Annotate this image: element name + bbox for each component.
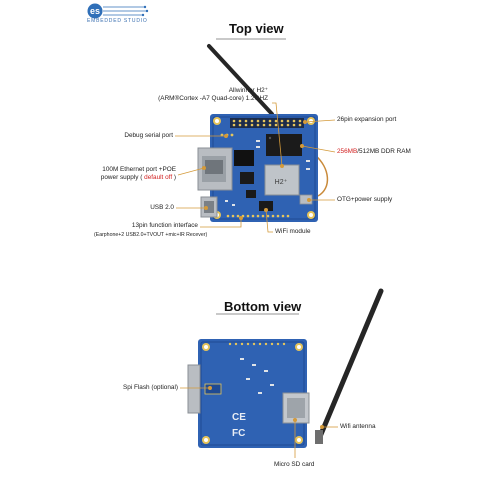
function-interface-pins [226,214,290,218]
label-spi-flash: Spi Flash (optional) [122,384,178,391]
label-soc: Allwinner H2⁺ (ARM®Cortex -A7 Quad-core)… [96,87,268,103]
label-ethernet: 100M Ethernet port +POE power supply ( d… [60,166,176,182]
label-ethernet-line1: 100M Ethernet port +POE [102,166,176,173]
soc-chip [264,164,300,196]
label-wifi-antenna: Wifi antenna [340,423,376,430]
label-ethernet-line2: power supply ( default off ) [60,174,176,182]
label-wifi-module: WiFi module [275,228,311,235]
top-antenna [207,44,274,116]
brand-logo-mark: es [87,3,149,19]
bottom-pcb [198,339,307,448]
leader-soc [272,102,283,167]
top-view-title-bar [216,38,286,40]
label-ethernet-default-off: default off [144,174,173,181]
label-function-interface: 13pin function interface [78,222,198,230]
top-board: H2⁺ [197,44,329,222]
bottom-view-title: Bottom view [224,299,302,314]
label-ethernet-prefix: power supply ( [100,174,145,181]
label-function-line2: (Earphone+2 USB2.0+TVOUT +mic+IR Recever… [94,232,208,238]
brand-logo: es [87,3,149,19]
top-leader-lines [175,102,336,233]
leader-ethernet [177,167,205,176]
expansion-header [230,118,304,128]
label-otg: OTG+power supply [337,196,393,203]
ce-mark: CE [232,412,246,423]
label-usb: USB 2.0 [150,204,174,211]
leader-function [200,218,242,228]
otg-connector [299,194,313,205]
bottom-view-title-bar [216,313,299,315]
wifi-chip [259,201,273,211]
label-soc-line1: Allwinner H2⁺ [228,87,268,94]
ethernet-transformer [234,150,254,166]
label-expansion-port: 26pin expansion port [337,116,397,123]
bottom-board: CE FC [187,288,384,448]
label-ram-size: 256MB [337,148,358,155]
label-ram-rest: /512MB DDR RAM [357,148,411,155]
top-antenna-cable [314,154,329,197]
svg-text:es: es [90,6,100,16]
bottom-ethernet-edge [187,364,201,414]
brand-name: EMBEDDED STUDIO [87,18,148,24]
top-view-title: Top view [229,21,284,36]
fc-mark: FC [232,428,245,439]
spi-flash-pads [204,383,222,395]
label-ethernet-suffix: ) [172,174,176,181]
label-debug-serial: Debug serial port [124,132,173,139]
label-soc-line2: (ARM®Cortex -A7 Quad-core) 1.2GHZ [158,95,268,102]
label-microsd: Micro SD card [274,461,315,468]
soc-marking: H2⁺ [275,179,288,186]
leader-expansion [304,119,336,123]
label-ram: 256MB/512MB DDR RAM [337,148,411,156]
leader-ram [301,145,336,153]
leader-wifi [265,209,273,233]
bottom-antenna [316,288,384,442]
ram-chip [266,134,302,156]
bottom-leader-lines [180,385,338,458]
label-function-line1: 13pin function interface [131,222,198,229]
